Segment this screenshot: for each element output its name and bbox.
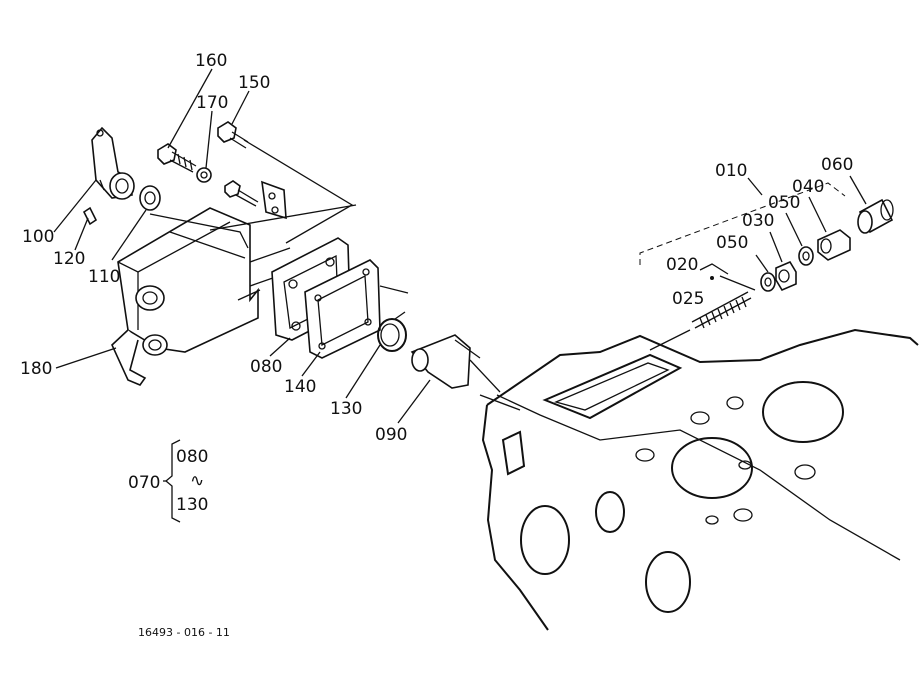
nut-030 bbox=[775, 260, 797, 292]
drawing-number: 16493 - 016 - 11 bbox=[138, 626, 230, 639]
bracket-020 bbox=[699, 263, 756, 291]
lever-100 bbox=[91, 126, 135, 200]
callout-020: 020 bbox=[666, 255, 698, 275]
callout-100: 100 bbox=[22, 227, 54, 247]
group-070-from: 080 bbox=[176, 447, 208, 467]
washer-110 bbox=[139, 185, 161, 211]
callout-050b: 050 bbox=[768, 193, 800, 213]
callout-110: 110 bbox=[88, 267, 120, 287]
callout-150: 150 bbox=[238, 73, 270, 93]
callout-030: 030 bbox=[742, 211, 774, 231]
bolt-150 bbox=[217, 121, 249, 149]
washer-050b bbox=[798, 246, 814, 266]
washer-170 bbox=[196, 167, 212, 183]
group-070-bracket bbox=[163, 439, 181, 523]
callout-130: 130 bbox=[330, 399, 362, 419]
engine-block-casting bbox=[481, 328, 919, 631]
lever-shaft-090 bbox=[410, 334, 501, 393]
callout-060: 060 bbox=[821, 155, 853, 175]
callout-120: 120 bbox=[53, 249, 85, 269]
callout-050a: 050 bbox=[716, 233, 748, 253]
governor-housing-180 bbox=[111, 207, 291, 386]
spring-130 bbox=[377, 311, 407, 352]
callout-025: 025 bbox=[672, 289, 704, 309]
callout-080: 080 bbox=[250, 357, 282, 377]
callout-010: 010 bbox=[715, 161, 747, 181]
callout-180: 180 bbox=[20, 359, 52, 379]
nut-040 bbox=[817, 229, 851, 261]
callout-070: 070 bbox=[128, 473, 160, 493]
group-070-tilde: ∿ bbox=[190, 471, 204, 491]
cap-060 bbox=[857, 198, 894, 234]
washer-050a bbox=[760, 272, 776, 292]
callout-160: 160 bbox=[195, 51, 227, 71]
callout-090: 090 bbox=[375, 425, 407, 445]
gasket-140 bbox=[304, 259, 381, 359]
callout-170: 170 bbox=[196, 93, 228, 113]
bolt-160 bbox=[157, 143, 197, 173]
bolt-small bbox=[224, 180, 259, 207]
bracket-010 bbox=[639, 182, 846, 265]
plunger-025 bbox=[691, 291, 752, 329]
bracket-plate bbox=[261, 180, 287, 220]
leader-lines bbox=[53, 68, 867, 424]
pin-120 bbox=[82, 206, 98, 226]
dot-marker bbox=[710, 276, 714, 280]
callout-140: 140 bbox=[284, 377, 316, 397]
callout-040: 040 bbox=[792, 177, 824, 197]
group-070-to: 130 bbox=[176, 495, 208, 515]
